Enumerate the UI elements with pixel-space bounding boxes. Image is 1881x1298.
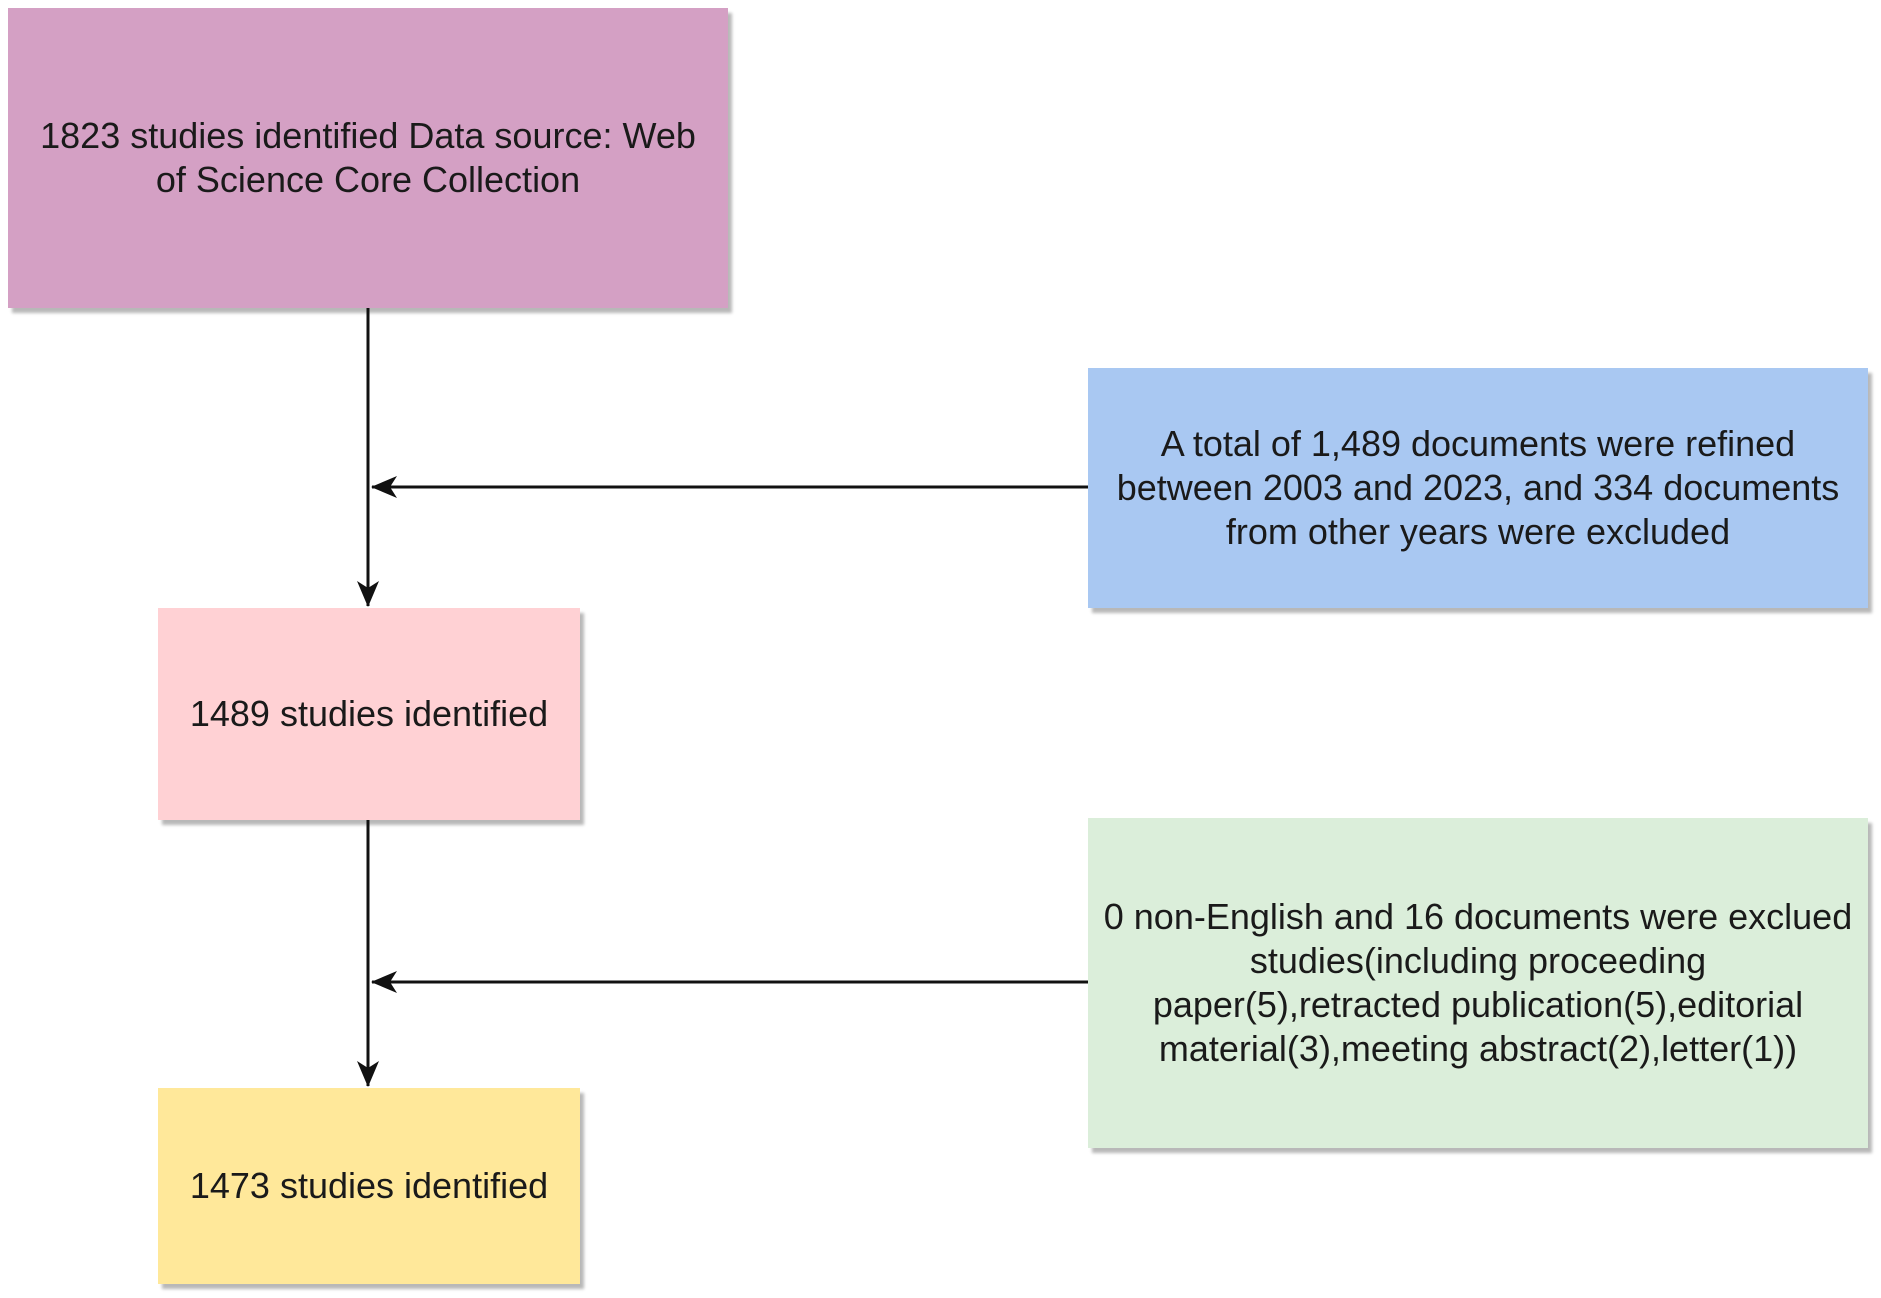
refined-exclusion-box: A total of 1,489 documents were refined …: [1088, 368, 1868, 608]
studies-1489-box: 1489 studies identified: [158, 608, 580, 820]
studies-1473-box: 1473 studies identified: [158, 1088, 580, 1284]
language-type-exclusion-box: 0 non-English and 16 documents were excl…: [1088, 818, 1868, 1148]
refined-exclusion-text: A total of 1,489 documents were refined …: [1116, 423, 1840, 552]
source-box: 1823 studies identified Data source: Web…: [8, 8, 728, 308]
language-type-exclusion-text: 0 non-English and 16 documents were excl…: [1103, 896, 1853, 1069]
studies-1489-text: 1489 studies identified: [189, 693, 549, 734]
source-box-text: 1823 studies identified Data source: Web…: [40, 115, 696, 200]
studies-1473-text: 1473 studies identified: [189, 1165, 549, 1206]
